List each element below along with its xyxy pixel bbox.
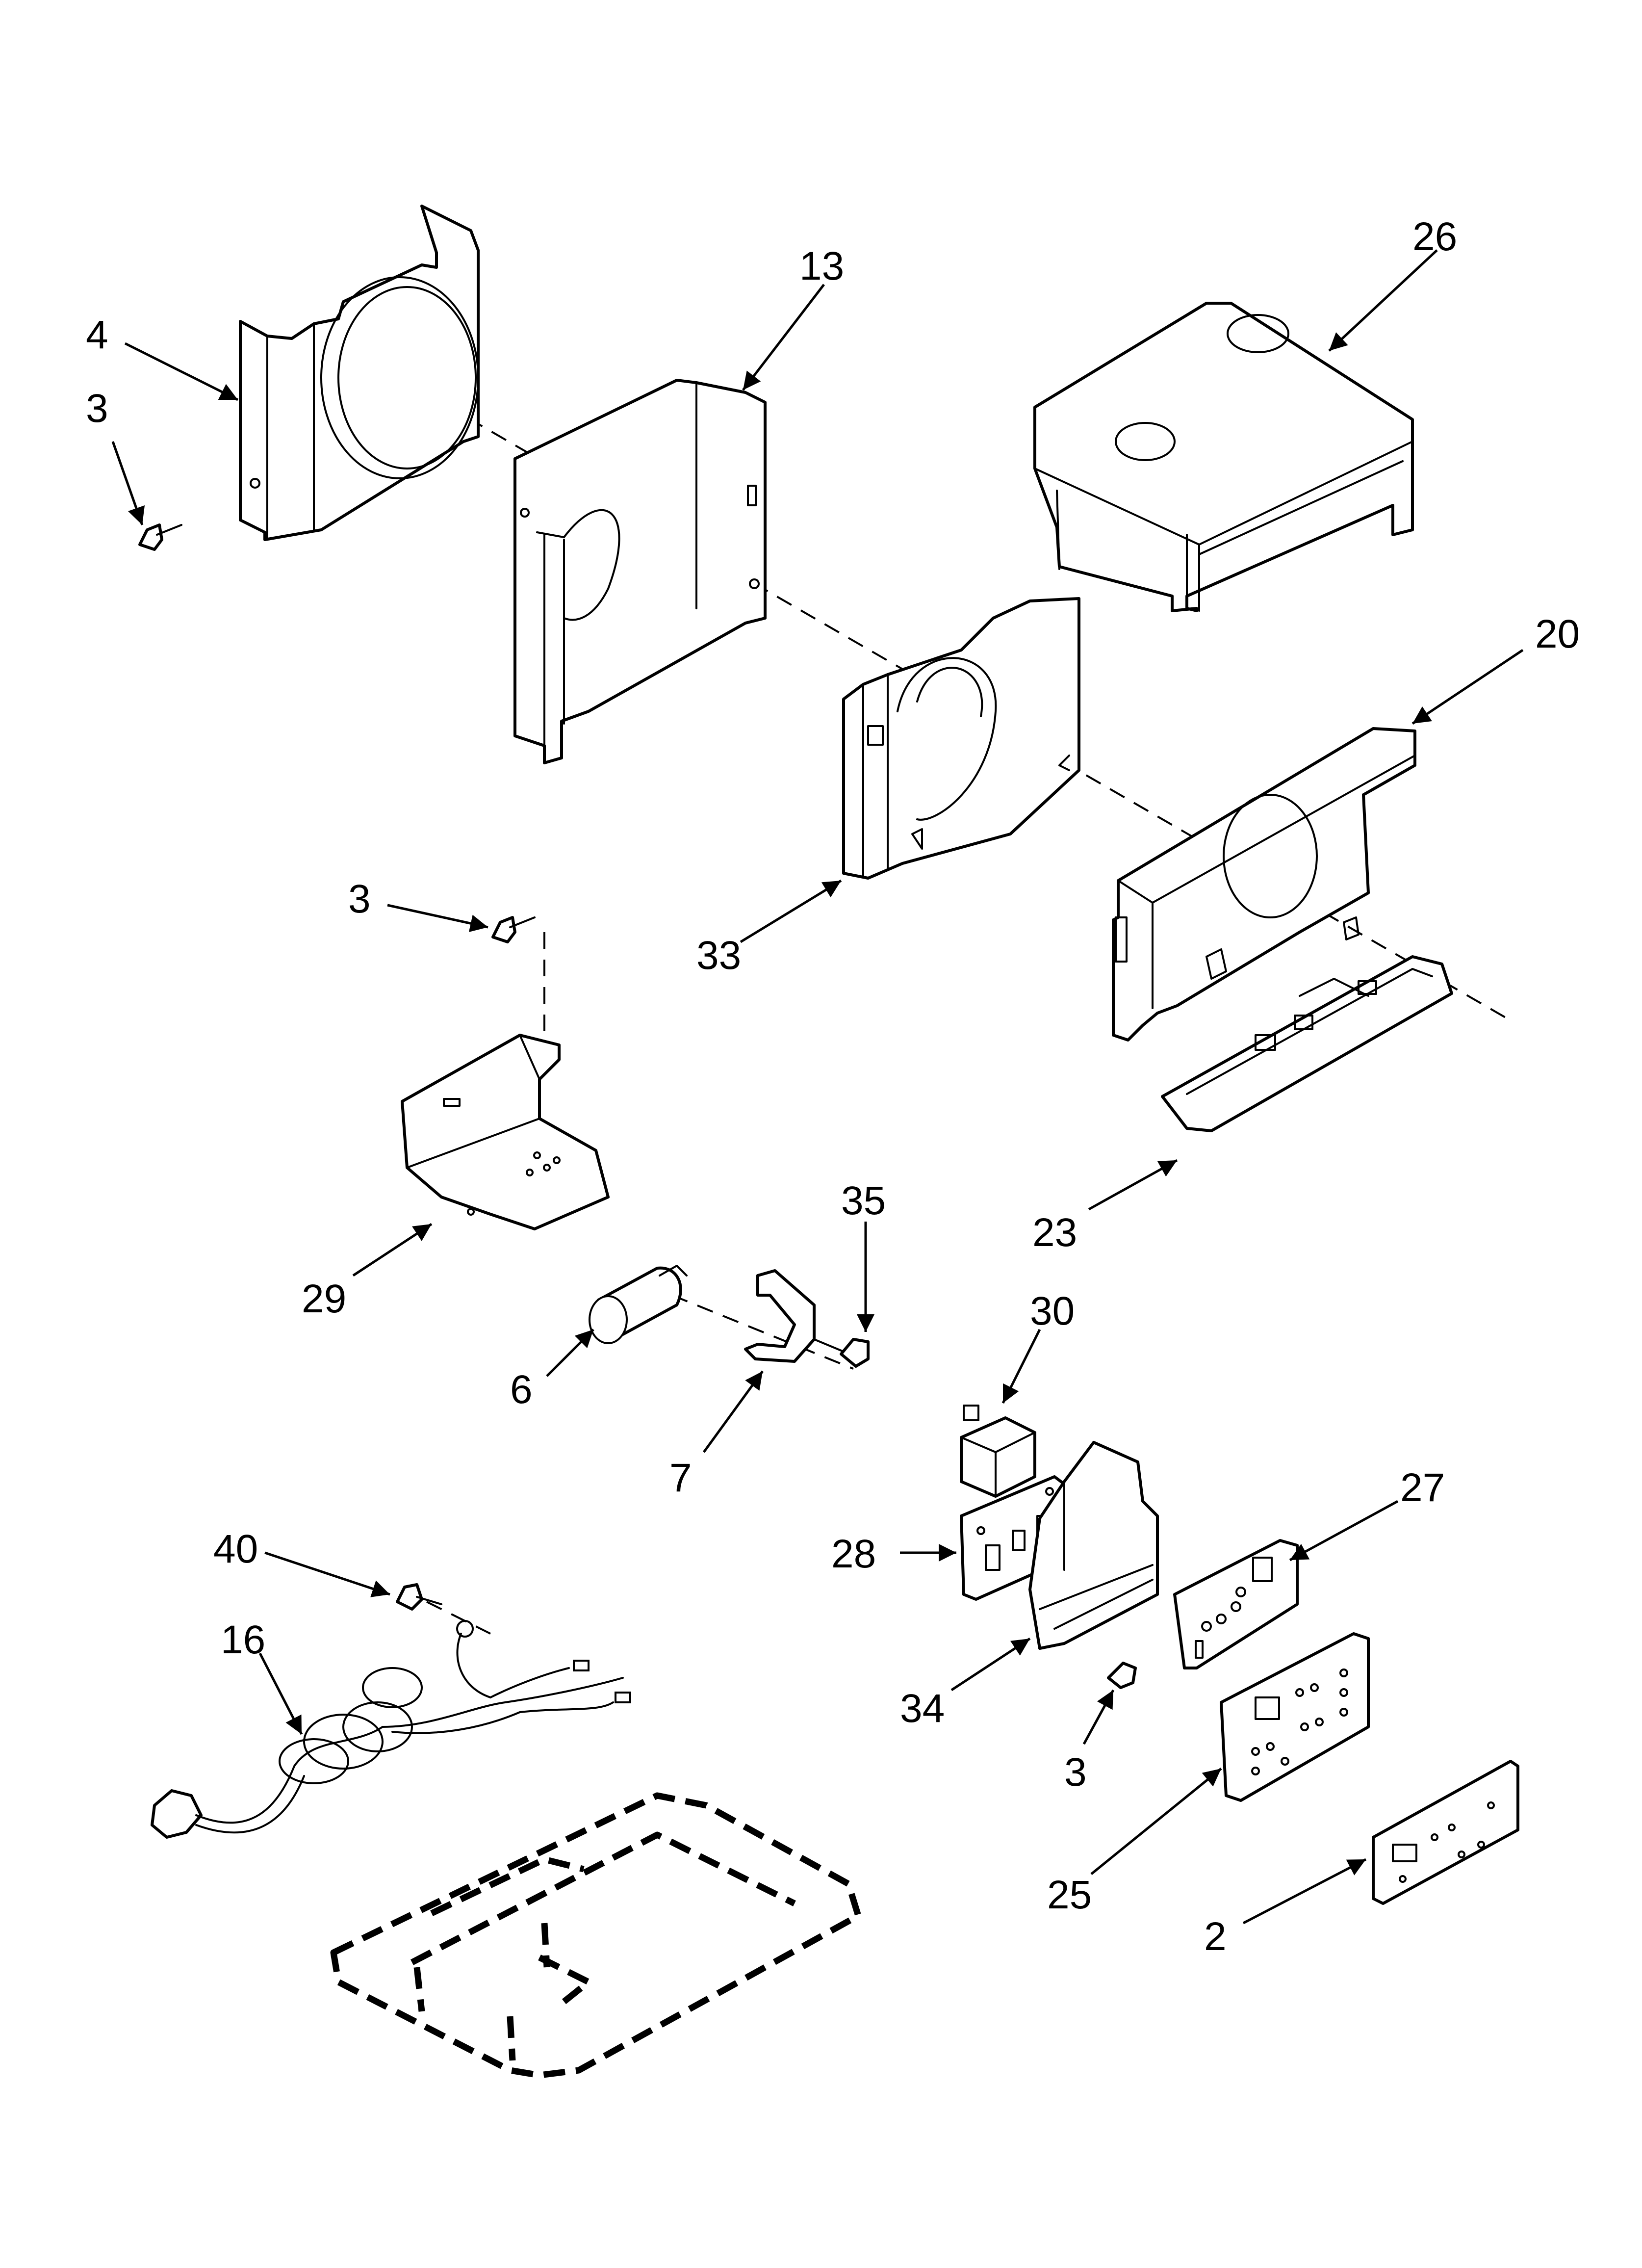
leader-34 bbox=[950, 1637, 1031, 1692]
part-3-screw-c bbox=[1107, 1662, 1137, 1689]
leader-2 bbox=[1242, 1858, 1367, 1925]
callout-labels: 26 13 4 3 20 3 33 35 23 29 30 6 7 27 40 … bbox=[86, 214, 1580, 1959]
leader-40 bbox=[264, 1551, 390, 1597]
part-13-side-panel bbox=[513, 379, 767, 764]
part-7-capacitor-strap bbox=[744, 1269, 816, 1363]
part-29-control-bracket bbox=[401, 1034, 610, 1230]
part-40-ground-screw bbox=[396, 1583, 474, 1638]
callout-28: 28 bbox=[831, 1532, 876, 1576]
callout-4: 4 bbox=[86, 313, 108, 357]
leader-13 bbox=[742, 284, 825, 391]
leader-16 bbox=[258, 1652, 303, 1735]
part-25-control-panel bbox=[1220, 1632, 1370, 1802]
callout-35: 35 bbox=[841, 1178, 886, 1223]
leader-25 bbox=[1090, 1768, 1222, 1875]
callout-3: 3 bbox=[1064, 1750, 1087, 1795]
part-34-control-mount bbox=[1028, 1441, 1159, 1650]
callout-20: 20 bbox=[1535, 612, 1580, 656]
leader-4 bbox=[124, 342, 239, 401]
callout-34: 34 bbox=[900, 1686, 945, 1731]
leader-27 bbox=[1289, 1500, 1399, 1562]
callout-26: 26 bbox=[1412, 214, 1457, 259]
leader-33 bbox=[740, 879, 842, 943]
callout-3: 3 bbox=[348, 877, 371, 921]
callout-40: 40 bbox=[213, 1527, 258, 1571]
leader-20 bbox=[1411, 649, 1524, 725]
leader-3a bbox=[111, 441, 145, 525]
base-pan-dashed bbox=[330, 1792, 862, 2079]
leader-6 bbox=[546, 1329, 594, 1377]
callout-25: 25 bbox=[1047, 1873, 1092, 1917]
callout-6: 6 bbox=[510, 1367, 533, 1412]
part-2-overlay bbox=[1372, 1760, 1519, 1905]
part-3-screw-b bbox=[491, 916, 536, 943]
leader-3b bbox=[387, 904, 488, 932]
part-4-scroll-end-plate bbox=[239, 205, 480, 541]
callout-33: 33 bbox=[696, 933, 741, 978]
part-23-base-pan bbox=[1161, 955, 1453, 1132]
leader-23 bbox=[1088, 1159, 1178, 1211]
part-20-partition-panel bbox=[1112, 727, 1416, 1042]
leader-7 bbox=[702, 1370, 764, 1453]
callout-7: 7 bbox=[669, 1456, 692, 1500]
leader-lines bbox=[111, 249, 1524, 1925]
callout-16: 16 bbox=[221, 1617, 265, 1662]
part-3-screw-a bbox=[138, 523, 182, 551]
part-26-cover bbox=[1033, 302, 1414, 612]
callout-27: 27 bbox=[1400, 1465, 1445, 1510]
part-27-control-board bbox=[1173, 1539, 1299, 1669]
part-33-blower-housing bbox=[842, 597, 1080, 880]
callout-13: 13 bbox=[799, 244, 844, 288]
leader-3c bbox=[1082, 1689, 1115, 1745]
part-30-transformer bbox=[960, 1405, 1036, 1498]
callout-29: 29 bbox=[302, 1277, 346, 1321]
callout-2: 2 bbox=[1204, 1914, 1227, 1959]
leader-30 bbox=[1001, 1329, 1041, 1404]
callout-30: 30 bbox=[1030, 1289, 1075, 1333]
part-16-power-cord bbox=[151, 1633, 631, 1839]
leader-26 bbox=[1328, 249, 1438, 352]
part-35-screw bbox=[813, 1338, 870, 1368]
part-6-capacitor bbox=[589, 1265, 688, 1344]
leader-29 bbox=[352, 1223, 433, 1277]
callout-3: 3 bbox=[86, 386, 108, 431]
callout-23: 23 bbox=[1032, 1210, 1077, 1255]
